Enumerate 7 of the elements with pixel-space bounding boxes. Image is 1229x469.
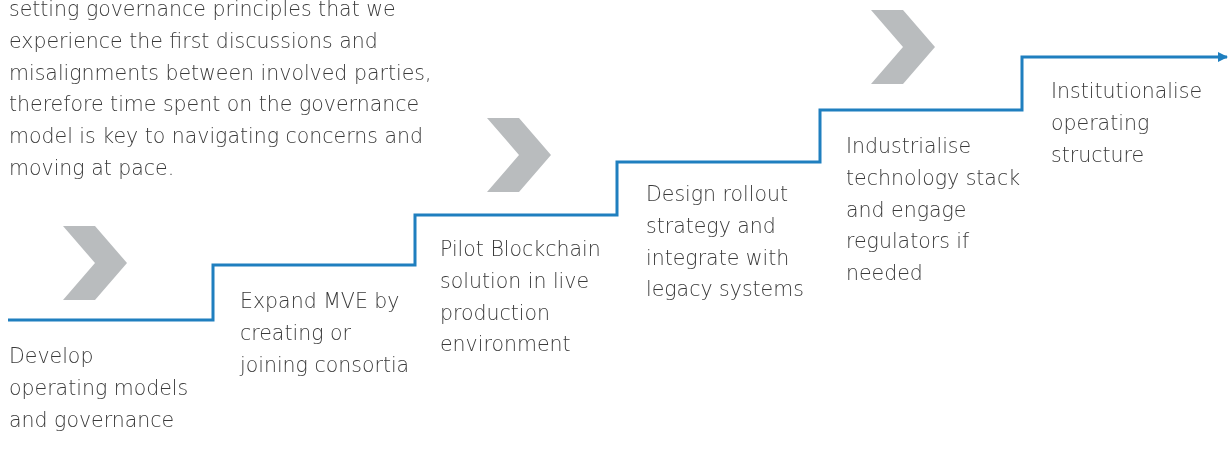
step-label: Industrialise technology stack and engage regulators if needed [846, 133, 1021, 288]
step-label: Pilot Blockchain solution in live production environment [440, 236, 602, 359]
step-label: Expand MVE by creating or joining consortia [240, 288, 411, 379]
step-label: Develop operating models and governance [9, 343, 189, 434]
note-text: setting governance principles that we experience the first discussions and misalignments between involved parties, therefore time spent on the governance model is key to navigating concerns and moving at pace. [9, 0, 433, 182]
step-label: Institutionalise operating structure [1051, 78, 1203, 169]
step-label: Design rollout strategy and integrate with legacy systems [646, 181, 805, 304]
